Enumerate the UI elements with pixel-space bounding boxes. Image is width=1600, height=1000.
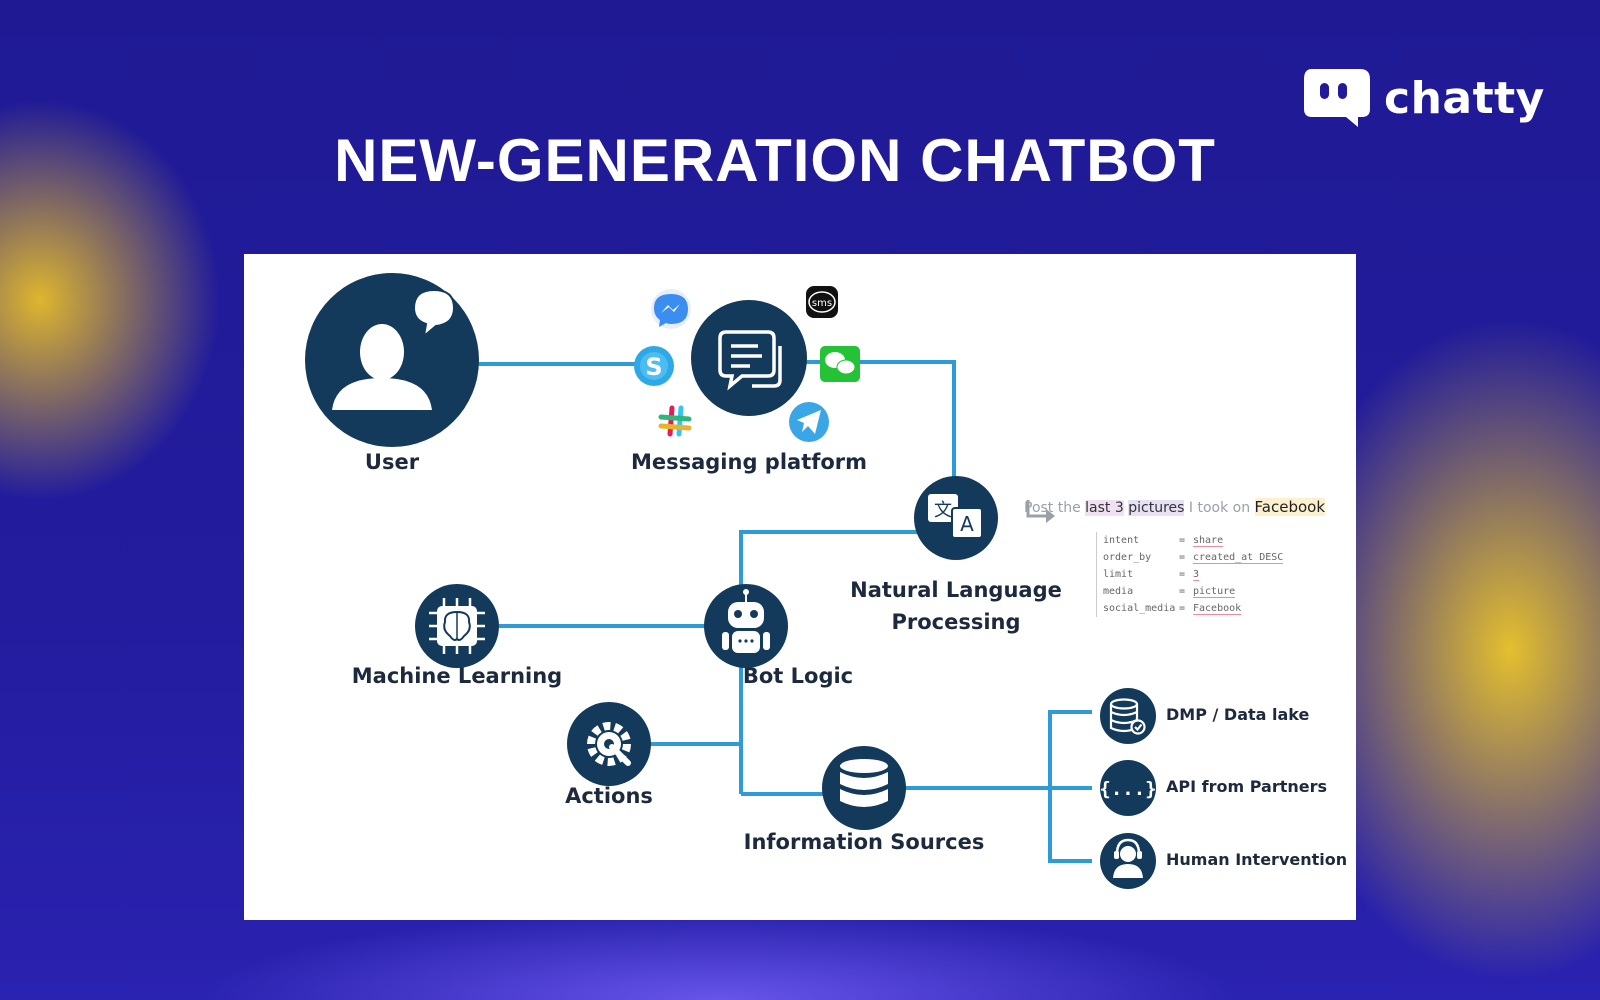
equals-sign: = xyxy=(1179,586,1186,597)
intent-key: order_by xyxy=(1103,552,1152,563)
intent-key: media xyxy=(1103,586,1134,597)
equals-sign: = xyxy=(1179,552,1186,563)
translate-icon: 文 A xyxy=(928,494,983,539)
telegram-icon xyxy=(789,402,829,442)
ml-label: Machine Learning xyxy=(351,664,563,688)
page-title: NEW-GENERATION CHATBOT xyxy=(334,127,1216,194)
equals-sign: = xyxy=(1179,535,1186,546)
messaging-node xyxy=(691,300,807,416)
intent-value: share xyxy=(1193,534,1224,547)
human-label: Human Intervention xyxy=(1166,850,1348,869)
robot-icon xyxy=(722,589,770,653)
info-label: Information Sources xyxy=(743,830,985,854)
messaging-label: Messaging platform xyxy=(630,450,868,474)
skype-icon: S xyxy=(634,346,674,386)
parsed-intent-table: intent = share order_by = created_at DESC limi… xyxy=(1096,532,1284,617)
gear-wrench-icon xyxy=(587,722,631,766)
diagram-panel: sms S 文 A xyxy=(244,254,1356,920)
actions-label: Actions xyxy=(565,784,653,808)
intent-row: order_by = created_at DESC xyxy=(1103,549,1284,566)
equals-sign: = xyxy=(1179,569,1186,580)
chat-messages-icon xyxy=(718,330,782,391)
chatty-logo: chatty xyxy=(1302,68,1545,128)
slack-icon xyxy=(658,405,692,437)
nlp-example: Post the last 3 pictures I took on Faceb… xyxy=(1024,498,1326,617)
intent-value: 3 xyxy=(1193,568,1200,581)
user-node xyxy=(305,273,479,447)
intent-row: intent = share xyxy=(1103,532,1283,549)
bot-node xyxy=(704,584,788,668)
intent-value: created_at DESC xyxy=(1193,551,1284,564)
svg-text:sms: sms xyxy=(812,298,832,309)
human-node xyxy=(1100,833,1156,889)
user-icon xyxy=(332,288,456,410)
nlp-node: 文 A xyxy=(914,476,998,560)
svg-text:文: 文 xyxy=(934,500,952,521)
info-node xyxy=(822,746,906,830)
dmp-node xyxy=(1100,688,1156,744)
sms-icon: sms xyxy=(806,286,838,318)
ml-node xyxy=(415,584,499,668)
connector-nlp-bot xyxy=(739,530,934,794)
headset-agent-icon xyxy=(1113,838,1143,878)
wechat-icon xyxy=(820,346,860,382)
user-label: User xyxy=(364,450,420,474)
messenger-icon xyxy=(651,289,691,329)
database-icon xyxy=(840,759,888,807)
intent-value: picture xyxy=(1193,585,1236,598)
logo-text: chatty xyxy=(1384,72,1545,124)
diagram-canvas: sms S 文 A xyxy=(305,273,1157,889)
api-braces-icon: {...} xyxy=(1099,778,1156,800)
arrow-down-right-icon xyxy=(1026,500,1055,523)
chat-bubble-logo-icon xyxy=(1304,69,1370,127)
brain-chip-icon xyxy=(429,598,485,654)
intent-value: Facebook xyxy=(1193,602,1242,615)
api-label: API from Partners xyxy=(1166,777,1328,796)
intent-key: intent xyxy=(1103,535,1140,546)
intent-row: media = picture xyxy=(1103,583,1283,600)
svg-text:A: A xyxy=(960,512,974,536)
intent-row: limit = 3 xyxy=(1103,566,1283,583)
intent-key: social_media xyxy=(1103,603,1176,614)
intent-row: social_media= Facebook xyxy=(1103,600,1283,617)
nlp-example-sentence: Post the last 3 pictures I took on Faceb… xyxy=(1024,498,1326,516)
database-check-icon xyxy=(1109,698,1146,735)
bot-label: Bot Logic xyxy=(742,664,854,688)
actions-node xyxy=(567,702,651,786)
svg-text:S: S xyxy=(645,353,662,381)
dmp-label: DMP / Data lake xyxy=(1166,705,1310,724)
nlp-label: Natural Language Processing xyxy=(850,578,1062,634)
equals-sign: = xyxy=(1179,603,1186,614)
intent-key: limit xyxy=(1103,569,1134,580)
api-node: {...} xyxy=(1099,760,1157,816)
